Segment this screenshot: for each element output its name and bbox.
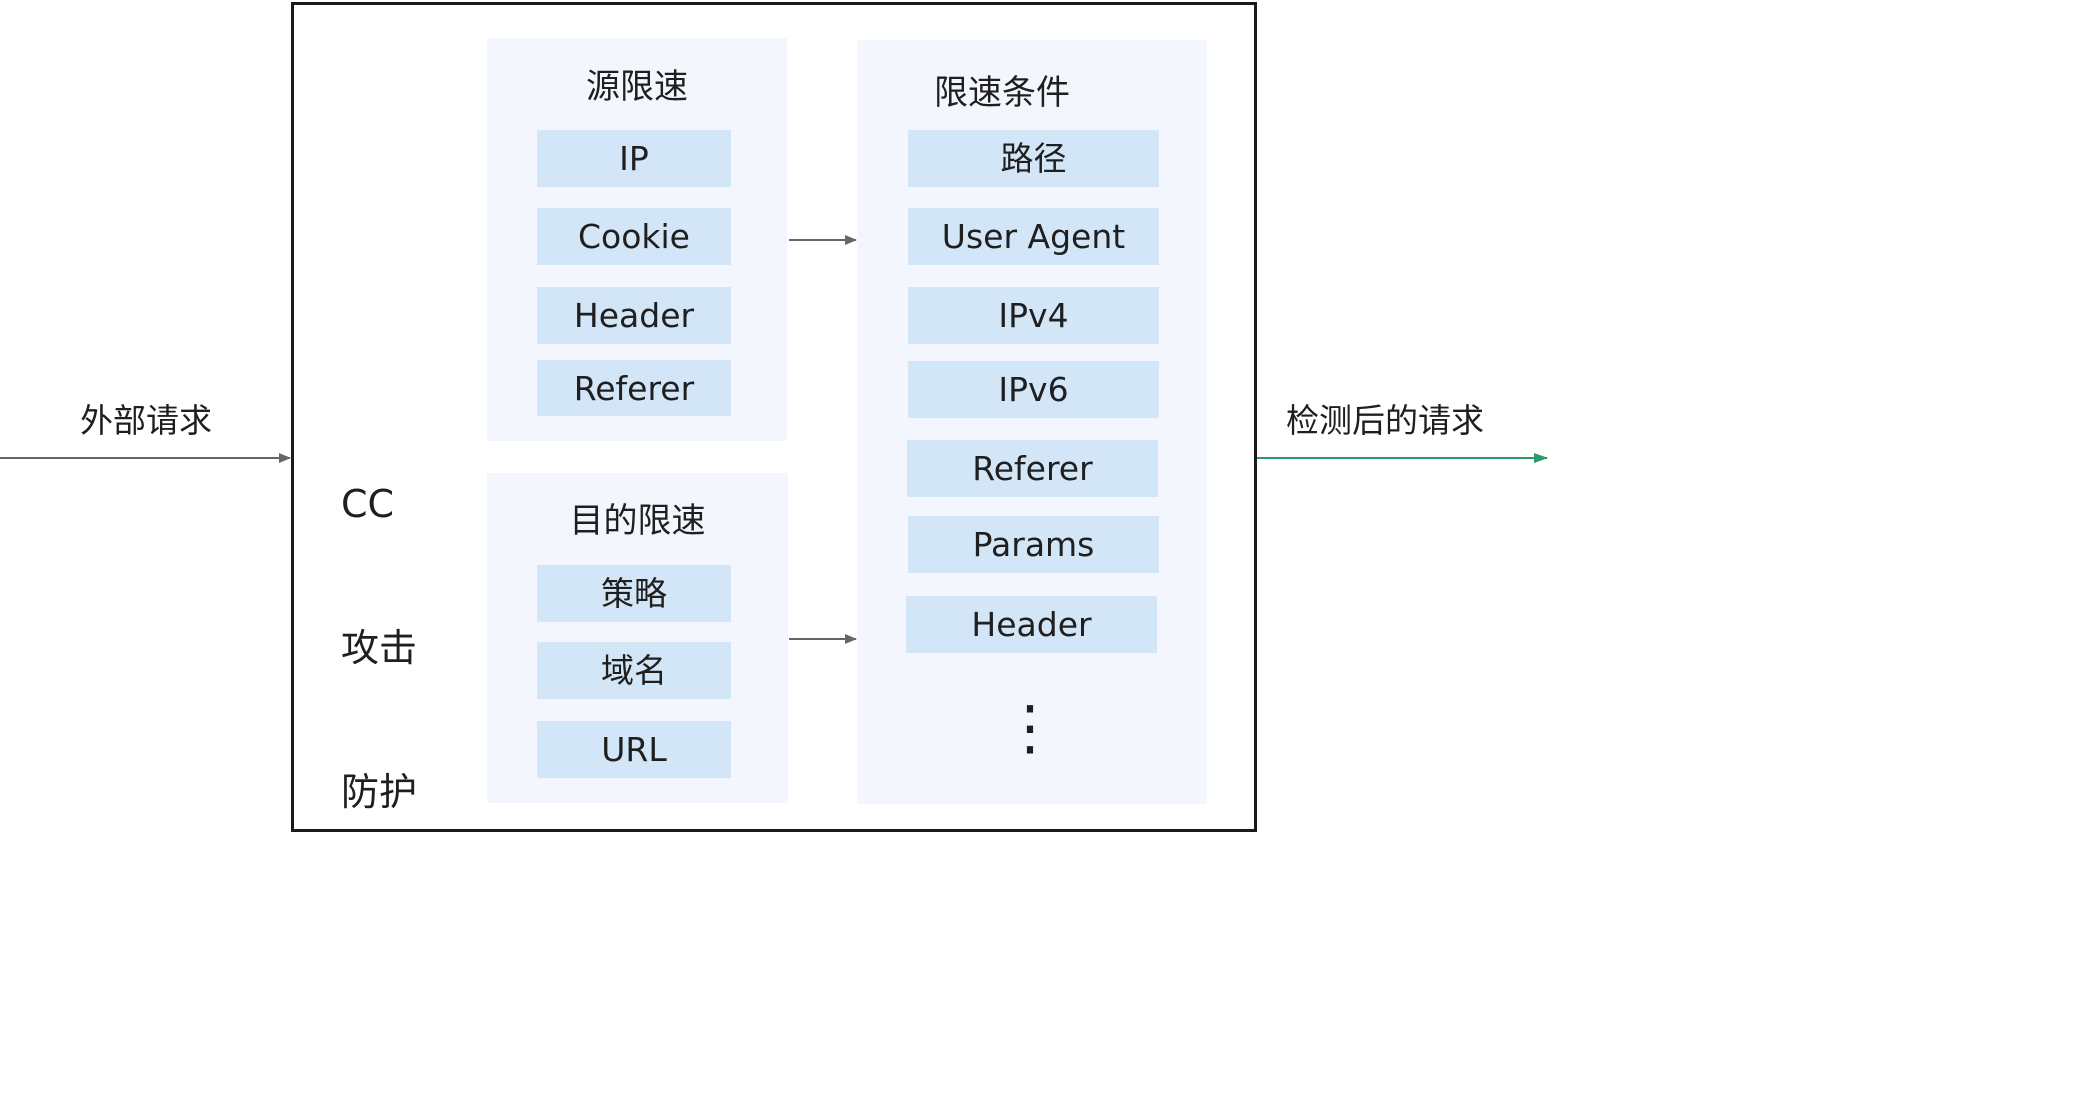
- condition-item: User Agent: [908, 208, 1159, 265]
- cc-title-line: CC: [341, 482, 395, 526]
- source-limit-item: Cookie: [537, 208, 731, 265]
- source-limit-item: Header: [537, 287, 731, 344]
- cc-protection-title: CC 攻击 防护: [341, 384, 417, 864]
- cc-title-line: 攻击: [341, 626, 418, 670]
- cc-protection-frame: [291, 2, 1257, 832]
- condition-item: Header: [906, 596, 1157, 653]
- condition-item: 路径: [908, 130, 1159, 187]
- condition-item: IPv6: [908, 361, 1159, 418]
- target-limit-item: 域名: [537, 642, 731, 699]
- connector-arrows: [0, 235, 1548, 644]
- condition-item: Referer: [907, 440, 1158, 497]
- target-limit-item: 策略: [537, 565, 731, 622]
- source-limit-item: Referer: [537, 360, 731, 416]
- output-label: 检测后的请求: [1286, 401, 1484, 440]
- conditions-title: 限速条件: [934, 73, 1070, 113]
- input-label: 外部请求: [80, 401, 212, 440]
- more-conditions-ellipsis: ⋮: [1000, 693, 1060, 763]
- source-limit-title: 源限速: [586, 67, 688, 107]
- cc-title-line: 防护: [341, 770, 418, 814]
- condition-item: Params: [908, 516, 1159, 573]
- condition-item: IPv4: [908, 287, 1159, 344]
- target-limit-item: URL: [537, 721, 731, 778]
- target-limit-title: 目的限速: [569, 501, 706, 541]
- source-limit-item: IP: [537, 130, 731, 187]
